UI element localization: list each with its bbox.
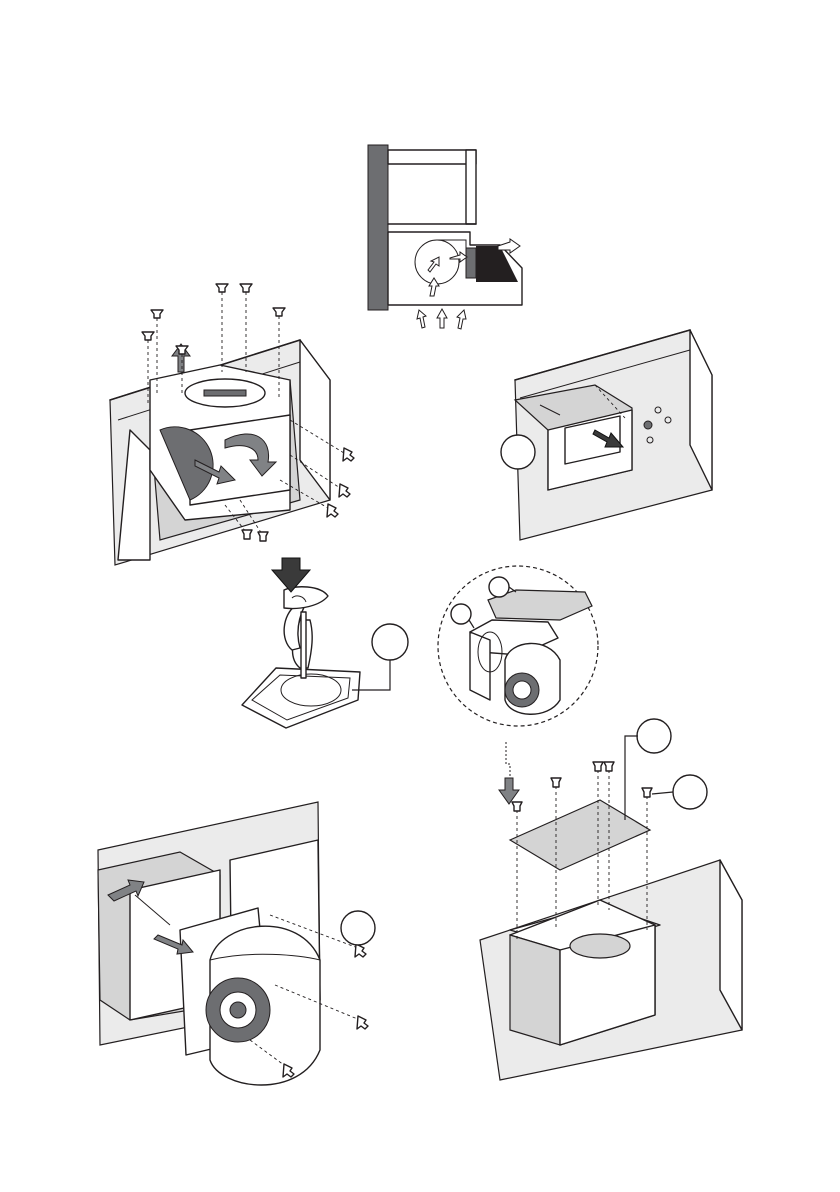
plate-detail xyxy=(438,566,598,726)
callout-circle xyxy=(489,577,509,597)
intake-arrow xyxy=(437,309,447,328)
intake-arrow xyxy=(457,310,466,329)
cover-plate xyxy=(510,800,650,870)
callout-circle xyxy=(673,775,707,809)
remove-blower-housing xyxy=(110,284,354,565)
cabinet-side xyxy=(466,150,476,224)
callout-circle xyxy=(637,719,671,753)
callout-circle xyxy=(451,604,471,624)
damper xyxy=(466,248,476,278)
intake-arrow xyxy=(417,310,426,328)
duct-opening xyxy=(570,934,630,958)
install-blower-side xyxy=(98,802,375,1085)
knock-out-plate xyxy=(242,558,408,728)
screwdriver xyxy=(301,612,306,678)
callout-circle xyxy=(372,624,408,660)
airflow-section xyxy=(368,145,522,329)
screw xyxy=(512,802,522,940)
cabinet-top xyxy=(388,150,476,164)
callout-circle xyxy=(341,911,375,945)
screw xyxy=(216,284,228,372)
insert-arrow xyxy=(499,778,519,804)
wall xyxy=(368,145,388,310)
remove-damper xyxy=(501,330,712,540)
install-plate-top xyxy=(480,719,742,1080)
callout-circle xyxy=(501,435,535,469)
